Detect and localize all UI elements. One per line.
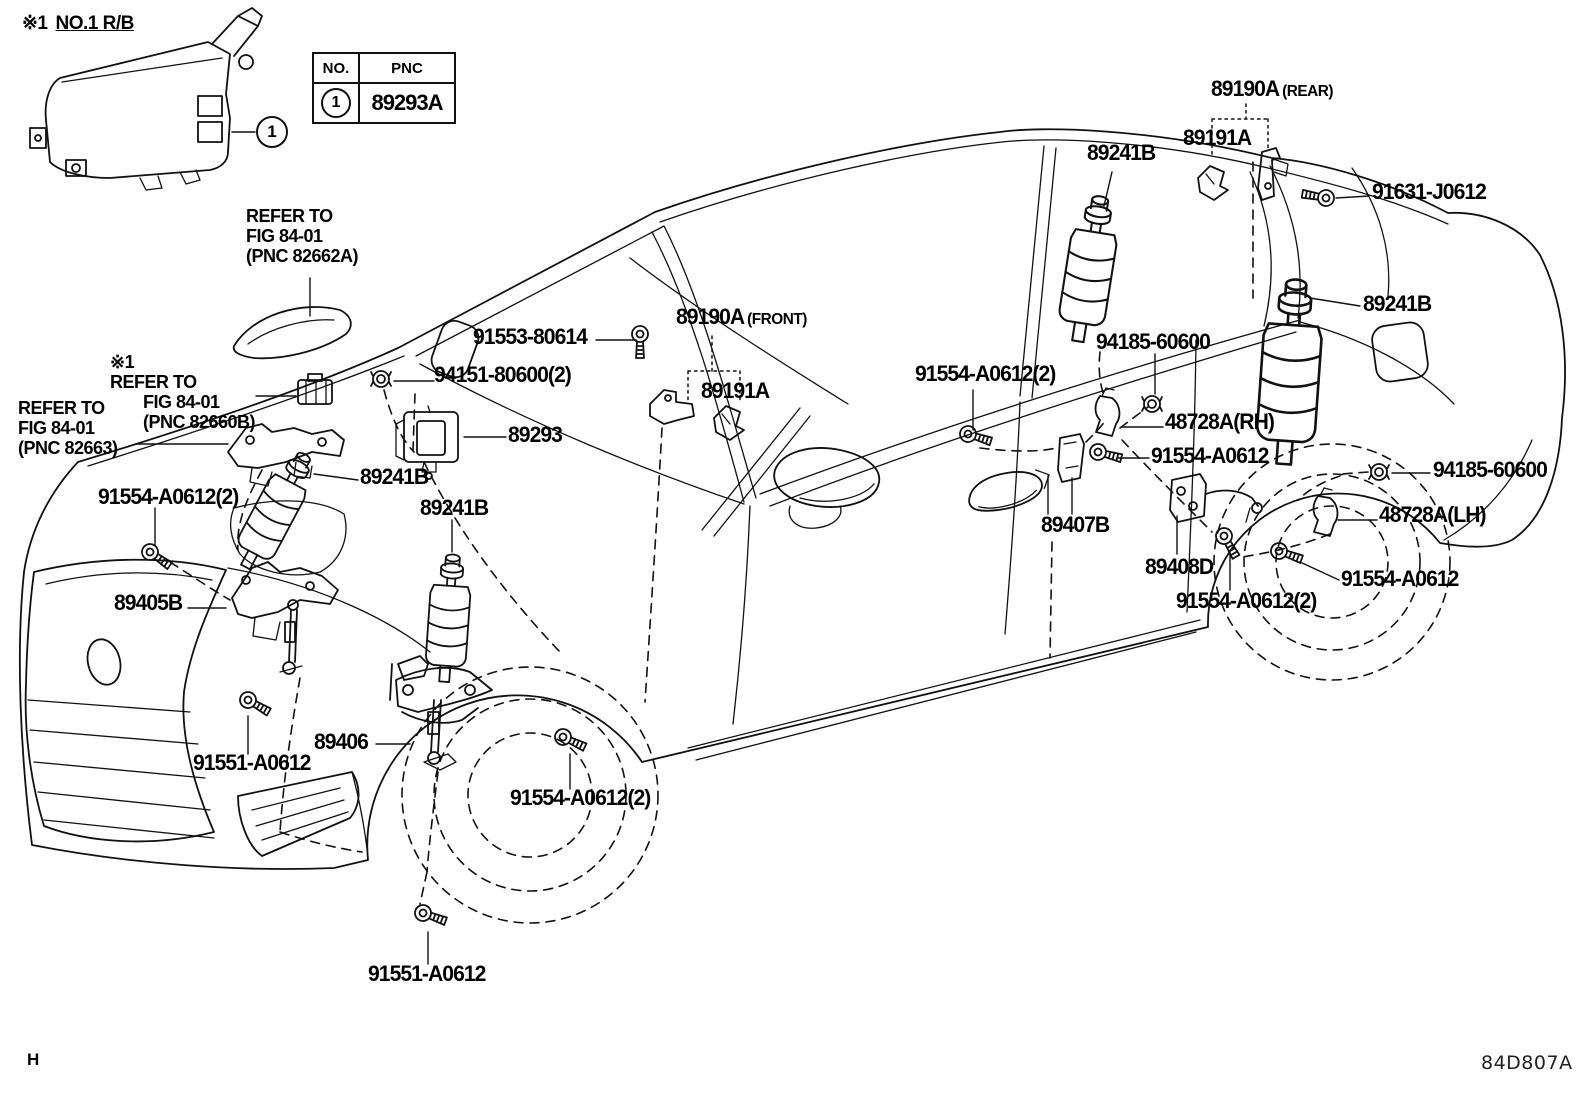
- height-sensor-89405b[interactable]: [231, 561, 339, 675]
- clip-89191a-rear[interactable]: [1197, 165, 1229, 201]
- refer-note-82663: REFER TO FIG 84-01 (PNC 82663): [18, 398, 118, 458]
- part-label-89406[interactable]: 89406: [314, 729, 369, 754]
- callout-1[interactable]: 1: [256, 116, 288, 148]
- part-number-suffix: (REAR): [1282, 83, 1333, 100]
- part-label-91554-a0612-2-2[interactable]: 91554-A0612(2): [510, 785, 651, 810]
- refer-line: FIG 84-01: [18, 418, 95, 438]
- rear-wheel: [1213, 443, 1451, 681]
- part-label-89241b-3[interactable]: 89241B: [1363, 291, 1432, 316]
- part-label-91554-a0612-1[interactable]: 91554-A0612: [1151, 443, 1269, 468]
- part-label-91554-a0612-2-3[interactable]: 91554-A0612(2): [915, 361, 1056, 386]
- part-label-91554-a0612-2-1[interactable]: 91554-A0612(2): [98, 484, 239, 509]
- part-label-89407b[interactable]: 89407B: [1041, 512, 1110, 537]
- front-sensor-bracket-89190a[interactable]: [649, 389, 695, 425]
- part-label-94185-60600-2[interactable]: 94185-60600: [1433, 457, 1548, 482]
- part-number-suffix: (FRONT): [747, 311, 807, 328]
- page-marker: H: [27, 1050, 40, 1069]
- height-sensor-89408d[interactable]: [1169, 473, 1263, 523]
- pnc-table-col-pnc: PNC: [358, 52, 456, 84]
- door-handle: [968, 469, 1050, 512]
- relay-box[interactable]: [29, 7, 263, 191]
- note-title: NO.1 R/B: [55, 13, 135, 34]
- car-body-outline: [18, 128, 1566, 870]
- refer-line: REFER TO: [246, 206, 333, 226]
- side-mirror: [773, 447, 881, 529]
- bracket-48728a-lh[interactable]: [1312, 487, 1339, 537]
- row-number-badge: 1: [321, 88, 351, 118]
- pnc-table-row[interactable]: 1 89293A: [312, 82, 456, 124]
- refer-line: REFER TO: [18, 398, 105, 418]
- refer-line: FIG 84-01: [246, 226, 323, 246]
- pnc-table: NO. PNC 1 89293A: [312, 52, 456, 124]
- fog-lamp-slot: [237, 771, 369, 859]
- ecu-89293[interactable]: [395, 405, 459, 480]
- part-label-89190a-front[interactable]: 89190A(FRONT): [676, 306, 807, 328]
- refer-prefix: ※1: [110, 352, 135, 372]
- pnc-table-col-no: NO.: [312, 52, 360, 84]
- part-label-91551-a0612-1[interactable]: 91551-A0612: [193, 750, 311, 775]
- leader-lines: [135, 131, 1431, 965]
- cover-82662a[interactable]: [232, 306, 352, 360]
- refer-line: (PNC 82662A): [246, 246, 359, 266]
- part-label-91554-a0612-2-4[interactable]: 91554-A0612(2): [1176, 588, 1317, 613]
- front-wheel: [401, 666, 659, 924]
- shock-absorber-rear-right[interactable]: [1253, 276, 1327, 468]
- part-label-89241b-4[interactable]: 89241B: [1087, 140, 1156, 165]
- refer-line: (PNC 82660B): [143, 412, 256, 432]
- part-label-89405b[interactable]: 89405B: [114, 590, 183, 615]
- part-label-89191a-rear[interactable]: 89191A: [1183, 125, 1252, 150]
- part-label-48728a-rh[interactable]: 48728A(RH): [1165, 409, 1275, 434]
- height-sensor-89406[interactable]: [389, 655, 493, 771]
- dotted-reference-lines: [687, 103, 1269, 403]
- part-label-89190a-rear[interactable]: 89190A(REAR): [1211, 78, 1333, 100]
- part-label-91631-j0612[interactable]: 91631-J0612: [1372, 179, 1487, 204]
- part-label-91554-a0612-2b[interactable]: 91554-A0612: [1341, 566, 1459, 591]
- refer-line: FIG 84-01: [143, 392, 220, 412]
- part-number: 89190A: [676, 304, 745, 329]
- front-grille: [24, 500, 431, 859]
- part-label-94151-80600-2[interactable]: 94151-80600(2): [434, 362, 572, 387]
- refer-note-82660b: ※1 REFER TO FIG 84-01 (PNC 82660B): [110, 352, 256, 432]
- part-label-89408d[interactable]: 89408D: [1145, 554, 1214, 579]
- part-label-94185-60600-1[interactable]: 94185-60600: [1096, 329, 1211, 354]
- part-label-89293[interactable]: 89293: [508, 422, 563, 447]
- part-number: 89190A: [1211, 76, 1280, 101]
- shock-absorber-front-right[interactable]: [423, 552, 474, 685]
- refer-line: (PNC 82663): [18, 438, 118, 458]
- note-prefix: ※1: [22, 13, 48, 34]
- part-label-89191a-front[interactable]: 89191A: [701, 378, 770, 403]
- clip-89191a-front[interactable]: [713, 405, 745, 441]
- part-label-91553-80614[interactable]: 91553-80614: [473, 324, 588, 349]
- refer-line: REFER TO: [110, 372, 197, 392]
- shock-absorber-rear-left[interactable]: [1054, 191, 1125, 346]
- note-heading: ※1 NO.1 R/B: [22, 12, 134, 35]
- figure-code: 84D807A: [1481, 1052, 1573, 1074]
- bracket-82663[interactable]: [227, 423, 345, 487]
- part-label-91551-a0612-2[interactable]: 91551-A0612: [368, 961, 486, 986]
- connector-82660b[interactable]: [297, 373, 333, 405]
- assembly-dashed-lines: [169, 161, 1369, 905]
- part-label-89241b-1[interactable]: 89241B: [360, 464, 429, 489]
- interior-mirror: [430, 319, 480, 379]
- rear-sensor-bracket-89190a[interactable]: [1257, 147, 1289, 201]
- part-label-89241b-2[interactable]: 89241B: [420, 495, 489, 520]
- bracket-89407b[interactable]: [1057, 433, 1085, 483]
- part-label-48728a-lh[interactable]: 48728A(LH): [1379, 502, 1487, 527]
- refer-note-82662a: REFER TO FIG 84-01 (PNC 82662A): [246, 206, 359, 266]
- row-pnc-value: 89293A: [371, 90, 443, 115]
